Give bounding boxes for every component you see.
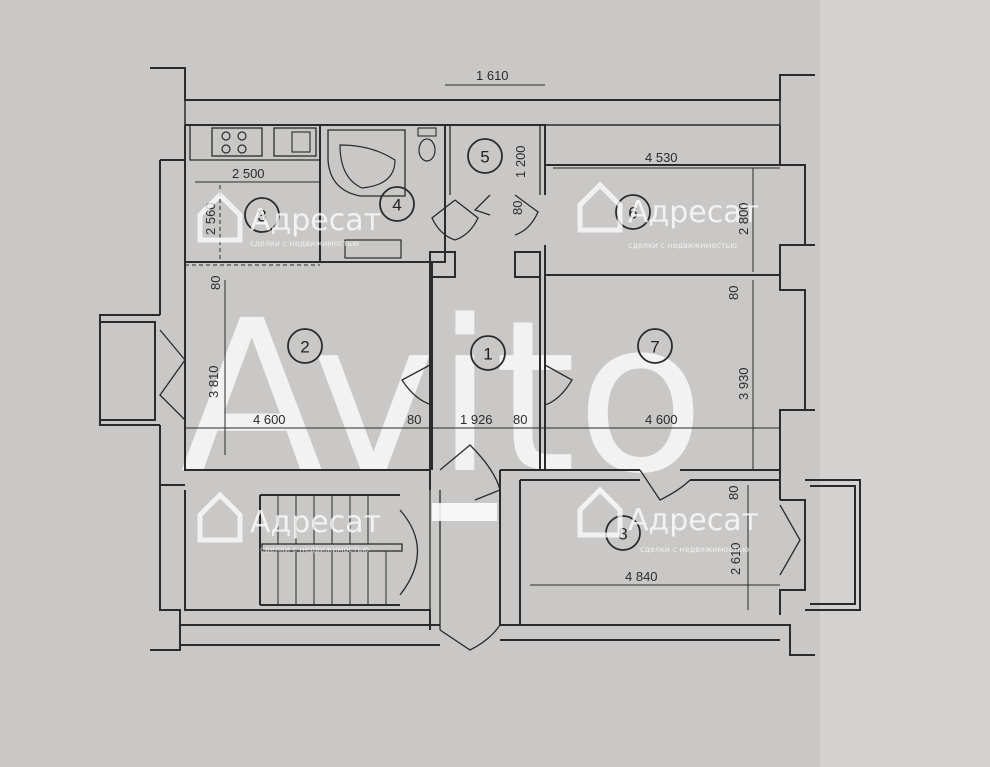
dim-wall-80-b: 80 — [208, 276, 223, 290]
stair-treads — [277, 495, 387, 605]
watermark-tagline-1: сделки с недвижимостью — [250, 239, 359, 248]
dim-wall-80-e: 80 — [513, 412, 527, 427]
dim-wall-80-c: 80 — [726, 286, 741, 300]
room-markers — [244, 138, 673, 551]
dim-wall-80-d: 80 — [407, 412, 421, 427]
dim-room8-depth: 2 610 — [728, 542, 743, 575]
room-5-number: 5 — [480, 148, 489, 167]
watermark-logo-1: Адресат сделки с недвижимостью — [197, 191, 381, 248]
dim-room8-width: 4 840 — [625, 569, 658, 584]
watermark-brand-2: Адресат — [628, 195, 759, 230]
doors — [159, 194, 801, 651]
room-7-number: 7 — [650, 338, 659, 357]
watermark-logo-2: Адресат сделки с недвижимостью — [577, 181, 759, 250]
dim-hall-width: 1 926 — [460, 412, 493, 427]
walls — [99, 67, 861, 656]
dimension-lines — [185, 84, 780, 610]
room-3-number: 3 — [257, 207, 266, 226]
watermark-tagline-3: сделки с недвижимостью — [260, 545, 369, 554]
redaction-patch — [432, 503, 497, 521]
dim-room6-depth: 2 800 — [736, 202, 751, 235]
watermark-brand-1: Адресат — [250, 203, 381, 238]
watermark-brand-3: Адресат — [250, 505, 381, 540]
room-1-number: 1 — [483, 345, 492, 364]
dim-room2-width: 4 600 — [253, 412, 286, 427]
dim-room7-width: 4 600 — [645, 412, 678, 427]
watermark-logo-3: Адресат сделки с недвижимостью — [197, 491, 381, 554]
watermark-brand-4: Адресат — [628, 503, 759, 538]
watermark-tagline-4: сделки с недвижимостью — [640, 545, 749, 554]
dim-room2-depth: 3 810 — [206, 365, 221, 398]
dim-wc-depth: 1 200 — [513, 145, 528, 178]
dim-wall-80-f: 80 — [726, 486, 741, 500]
dim-room6-width: 4 530 — [645, 150, 678, 165]
dim-room7-depth: 3 930 — [736, 367, 751, 400]
paper-edge — [820, 0, 990, 767]
avito-watermark: Avito — [180, 275, 705, 520]
room-2-number: 2 — [300, 338, 309, 357]
dim-top-width: 1 610 — [476, 68, 509, 83]
room-6-number: 6 — [628, 204, 637, 223]
dim-kitchen-width: 2 500 — [232, 166, 265, 181]
watermark-tagline-2: сделки с недвижимостью — [628, 241, 737, 250]
room-4-number: 4 — [392, 196, 401, 215]
watermark-logo-4: Адресат сделки с недвижимостью — [577, 486, 759, 554]
dim-wall-80-a: 80 — [510, 201, 525, 215]
room-8-number: 8 — [618, 525, 627, 544]
